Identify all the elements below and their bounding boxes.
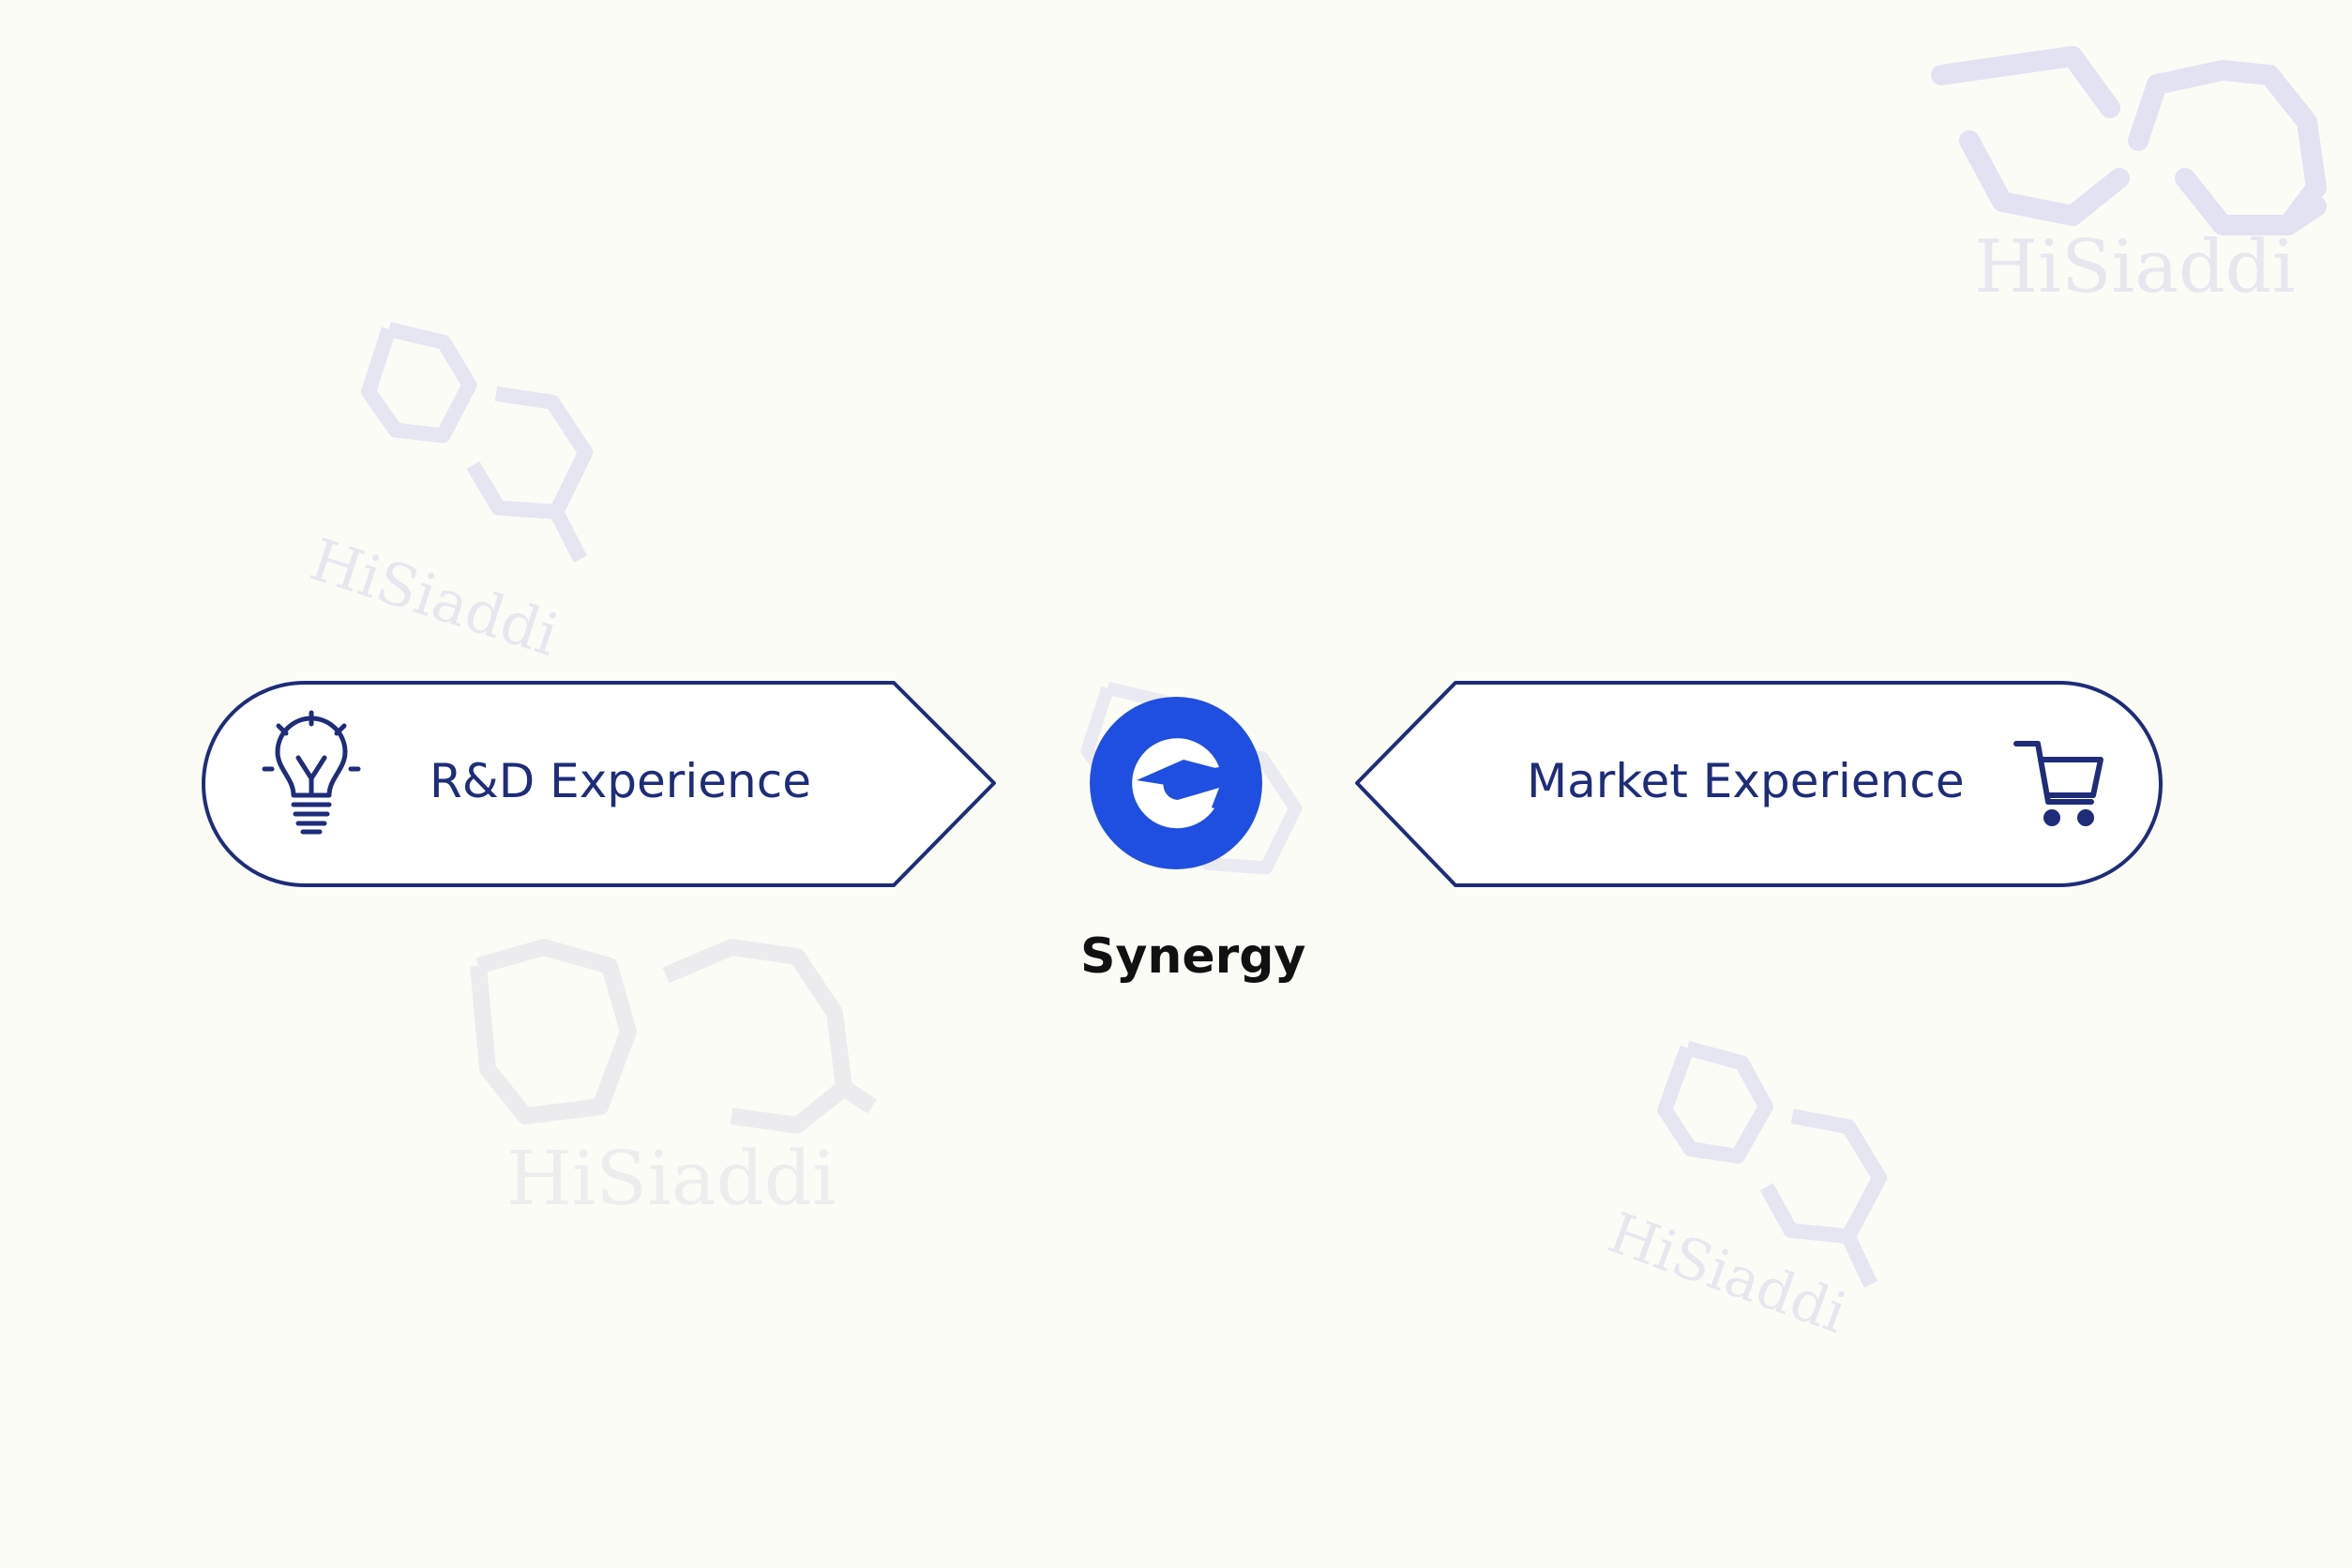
- watermark-logo-top-right: [1931, 46, 2327, 235]
- market-experience-box: [1355, 681, 2163, 887]
- market-experience-label: Market Experience: [1527, 754, 1965, 808]
- shopping-cart-icon: [2013, 741, 2103, 826]
- rd-experience-label: R&D Experience: [430, 754, 811, 808]
- watermark-logo-upper-left: [361, 322, 594, 563]
- rd-experience-box: [202, 681, 996, 887]
- watermark-text-top-right: HiSiaddi: [1974, 225, 2296, 309]
- synergy-logo-icon: [1090, 697, 1262, 869]
- watermark-text-lower-left: HiSiaddi: [506, 1135, 837, 1222]
- synergy-label: Synergy: [1080, 928, 1306, 985]
- watermark-logo-lower-left: [470, 939, 877, 1134]
- lightbulb-icon: [262, 710, 361, 835]
- watermark-logo-lower-right: [1657, 1040, 1888, 1289]
